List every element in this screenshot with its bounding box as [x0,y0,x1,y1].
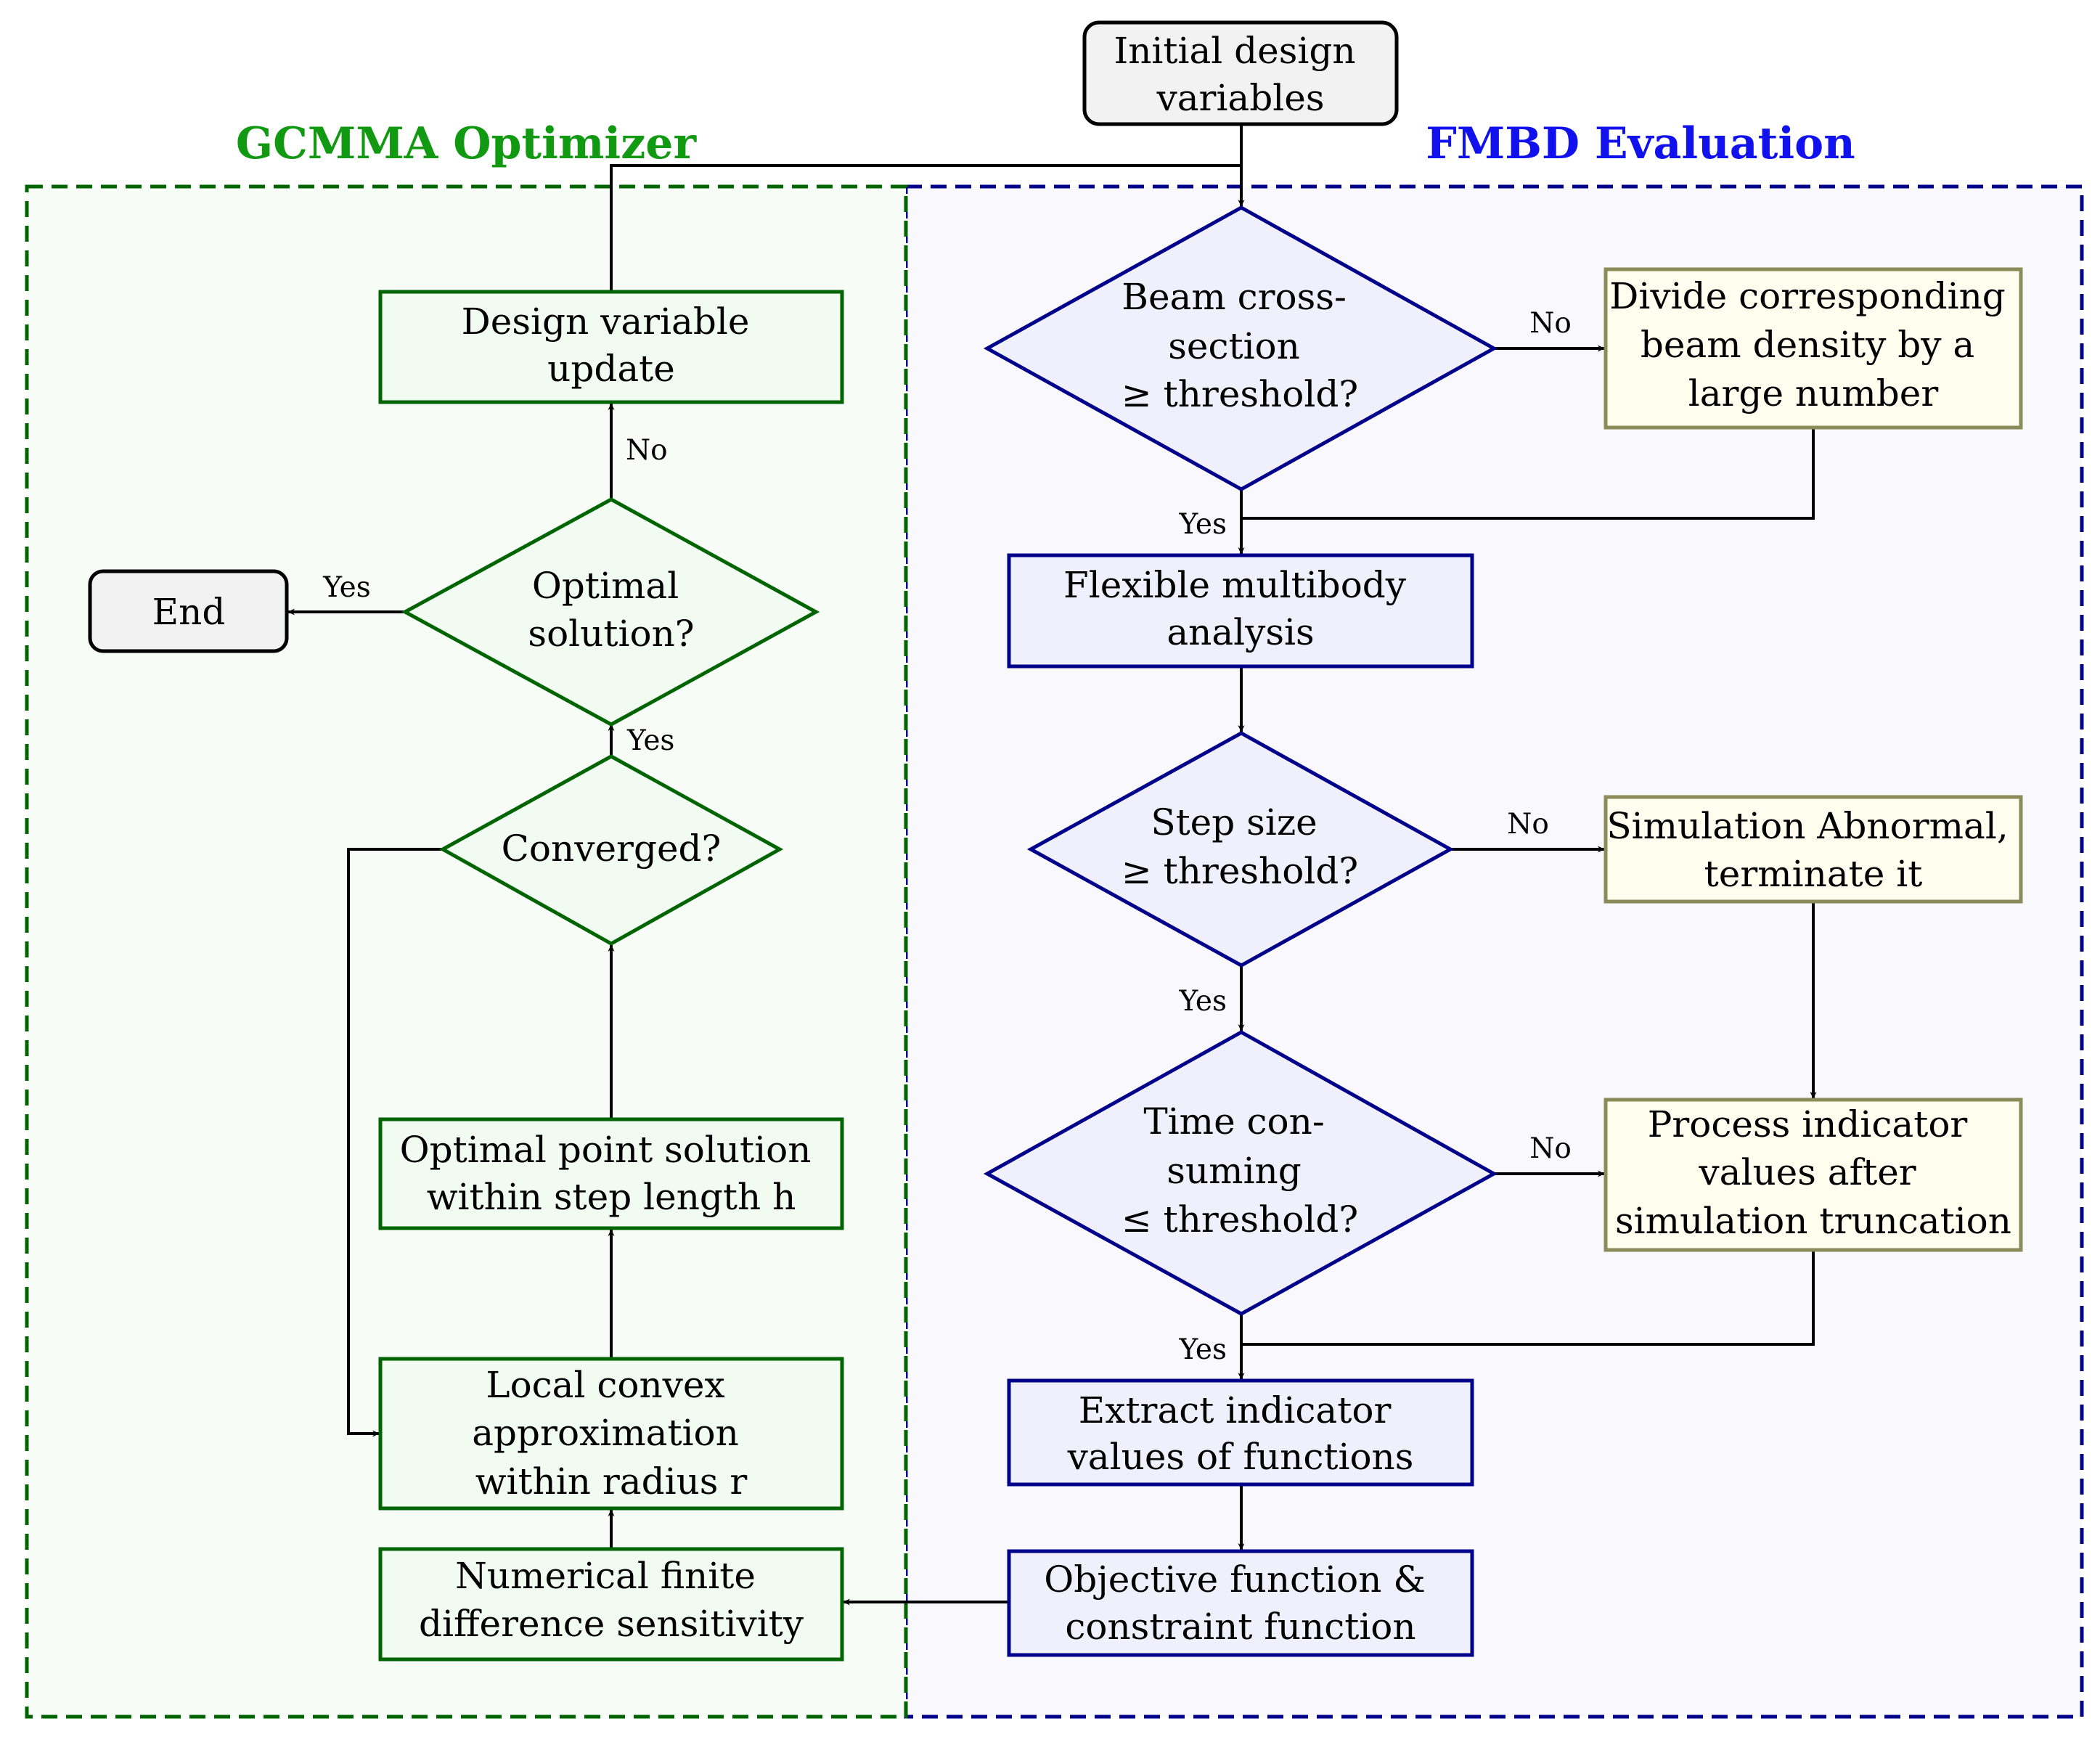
optimal-solution-decision: Optimal solution? [401,497,820,727]
svg-text:Local convex approximati: Local convex approximation within radius… [472,1364,751,1503]
svg-text:Simulation Abnormal, ter: Simulation Abnormal, terminate it [1606,805,2019,895]
time-check-line-3: ≤ threshold? [1122,1198,1358,1241]
edge-update-to-beam [610,164,1241,290]
time-check-decision: Time con- suming ≤ threshold? [983,1030,1498,1316]
svg-text:Process indicator values: Process indicator values after simulatio… [1615,1103,2011,1242]
design-update-node: Design variable update [378,290,844,404]
process-indicator-line-1: Process indicator [1648,1103,1968,1145]
svg-text:Initial design variables: Initial design variables [1114,30,1367,119]
objective-node: Objective function & constraint function [1007,1549,1474,1657]
step-check-decision: Step size ≥ threshold? [1026,731,1455,968]
divide-density-line-2: beam density by a [1641,324,1974,366]
svg-text:Flexible multibody analy: Flexible multibody analysis [1063,564,1418,653]
optimal-point-node: Optimal point solution within step lengt… [378,1117,844,1230]
optimal-point-line-2: within step length h [427,1176,796,1218]
beam-check-line-2: section [1168,325,1300,367]
svg-text:Design variable update: Design variable update [462,301,761,390]
abnormal-node: Simulation Abnormal, terminate it [1603,795,2023,904]
convex-line-2: approximation [472,1412,739,1454]
svg-text:Optimal point solution w: Optimal point solution within step lengt… [400,1129,823,1218]
beam-check-line-1: Beam cross- [1122,276,1347,318]
svg-text:Beam cross- section: Beam cross- section ≥ threshold? [1122,276,1358,415]
divide-density-line-3: large number [1688,372,1939,414]
extract-line-2: values of functions [1067,1436,1414,1478]
step-check-line-1: Step size [1151,801,1317,843]
label-converged-yes: Yes [626,724,674,757]
svg-text:End: End [152,591,226,633]
converged-decision: Converged? [438,754,784,946]
design-update-line-2: update [547,348,675,390]
edges [287,124,1817,1606]
extract-line-1: Extract indicator [1079,1389,1392,1431]
fmbd-title: FMBD Evaluation [1426,118,1855,169]
beam-check-line-3: ≥ threshold? [1122,373,1358,415]
objective-line-2: constraint function [1065,1606,1415,1648]
time-check-line-1: Time con- [1143,1100,1324,1143]
edge-process-merge [1241,1250,1815,1346]
end-node: End [88,569,289,653]
divide-density-line-1: Divide corresponding [1609,275,2005,317]
convex-line-1: Local convex [486,1364,724,1406]
objective-line-1: Objective function & [1044,1558,1426,1601]
design-update-line-1: Design variable [462,301,750,343]
start-node: Initial design variables [1082,20,1399,126]
svg-text:Optimal solution?: Optimal solution? [528,565,694,655]
start-line-1: Initial design [1114,30,1355,72]
convex-node: Local convex approximation within radius… [378,1357,844,1511]
label-beam-yes: Yes [1179,508,1227,541]
svg-text:Time con- suming ≤: Time con- suming ≤ threshold? [1122,1100,1358,1241]
extract-node: Extract indicator values of functions [1007,1378,1474,1487]
converged-line-1: Converged? [502,827,722,870]
label-time-yes: Yes [1179,1333,1227,1366]
optimal-solution-line-1: Optimal [532,565,679,607]
process-indicator-line-2: values after [1698,1151,1916,1193]
abnormal-line-1: Simulation Abnormal, [1606,805,2008,847]
edge-converged-loop [347,848,443,1437]
sensitivity-line-1: Numerical finite [455,1555,756,1597]
svg-text:Numerical finite differe: Numerical finite difference sensitivity [419,1555,804,1645]
convex-line-3: within radius r [475,1460,748,1503]
svg-text:Objective function & con: Objective function & constraint function [1044,1558,1437,1648]
optimal-solution-line-2: solution? [528,613,694,655]
end-line-1: End [152,591,226,633]
edge-divide-merge [1241,428,1815,520]
svg-text:Converged?: Converged? [502,827,722,870]
process-indicator-node: Process indicator values after simulatio… [1603,1098,2023,1252]
label-optimal-no: No [626,434,668,467]
optimal-point-line-1: Optimal point solution [400,1129,812,1171]
label-step-no: No [1507,808,1549,841]
multibody-node: Flexible multibody analysis [1007,553,1474,669]
divide-density-node: Divide corresponding beam density by a l… [1603,267,2023,430]
sensitivity-line-2: difference sensitivity [419,1603,804,1645]
label-step-yes: Yes [1179,985,1227,1018]
label-optimal-yes: Yes [322,571,370,604]
multibody-line-1: Flexible multibody [1063,564,1407,606]
abnormal-line-2: terminate it [1704,853,1923,895]
label-time-no: No [1529,1132,1572,1165]
edge-labels: No Yes No Yes No Yes Yes Yes No [322,307,1572,1366]
multibody-line-2: analysis [1167,611,1314,653]
time-check-line-2: suming [1167,1150,1301,1192]
svg-text:Extract indicator values: Extract indicator values of functions [1067,1389,1414,1478]
beam-check-decision: Beam cross- section ≥ threshold? [983,205,1498,491]
process-indicator-line-3: simulation truncation [1615,1200,2011,1242]
gcmma-title: GCMMA Optimizer [236,118,698,169]
sensitivity-node: Numerical finite difference sensitivity [378,1547,844,1662]
start-line-2: variables [1156,77,1324,119]
svg-text:Divide corresponding bea: Divide corresponding beam density by a l… [1609,275,2017,414]
step-check-line-2: ≥ threshold? [1122,850,1358,892]
label-beam-no: No [1529,307,1572,340]
svg-text:Step size ≥ threshold?: Step size ≥ threshold? [1122,801,1358,892]
